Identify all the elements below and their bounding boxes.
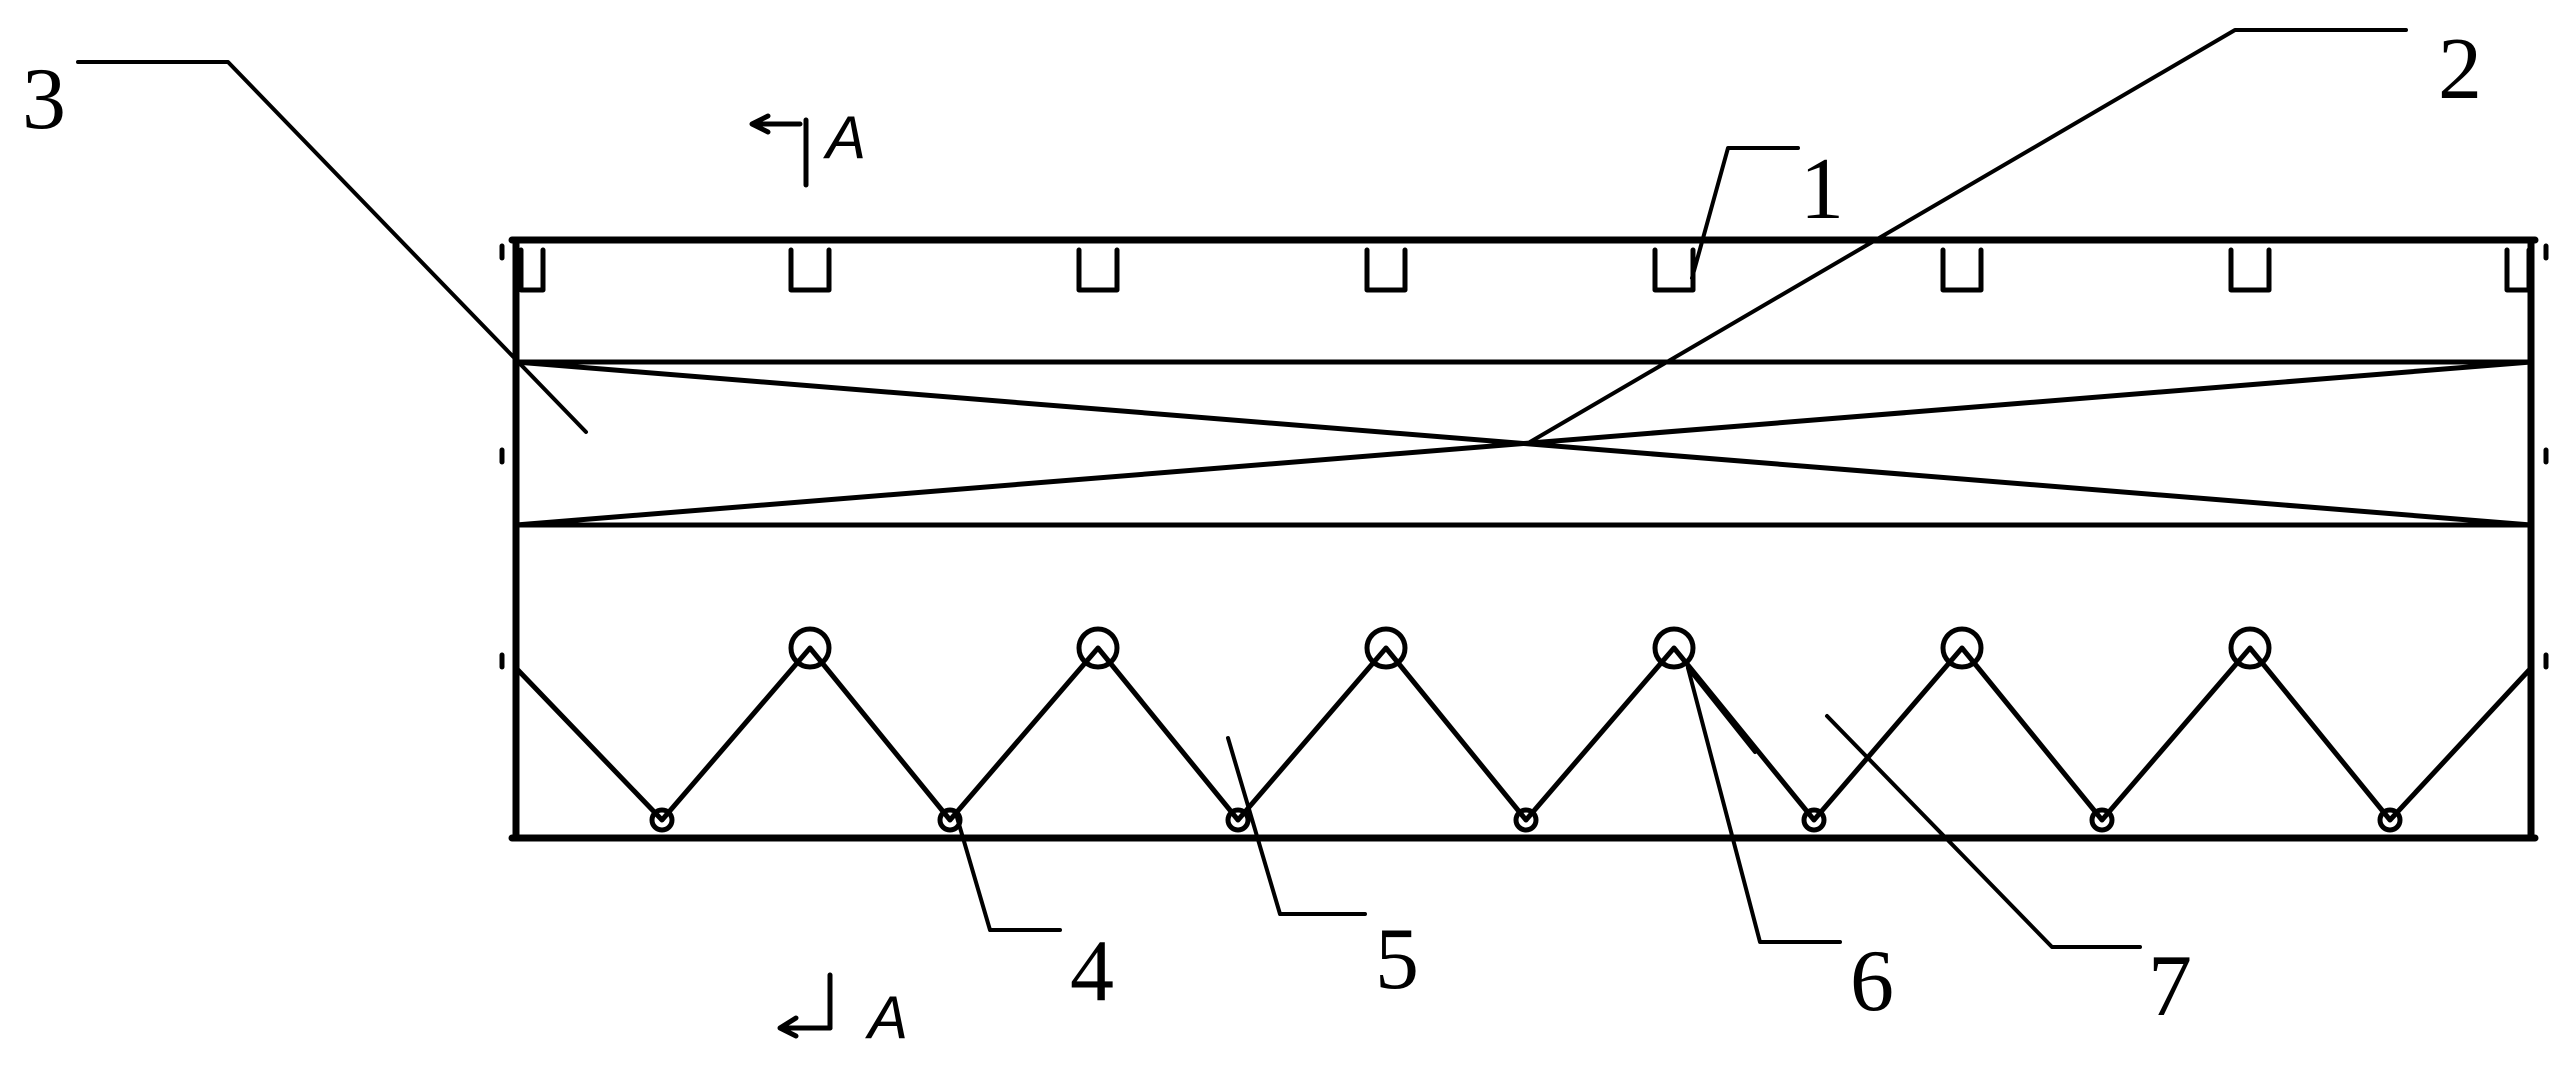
bracket-5 [1652,247,1696,293]
leader-6b [1686,666,1757,754]
callout-labels: 3 2 1 4 5 6 7 [22,21,2482,1035]
lower-pivot-row [649,807,2403,833]
leader-5 [1226,736,1367,916]
lower-pivot-2 [937,807,963,833]
leader-4 [954,812,1062,932]
lower-pivot-1 [649,807,675,833]
zigzag-linkage [513,626,2534,833]
upper-pivot-2 [1076,626,1120,670]
bracket-1 [518,247,546,293]
leader-2 [1528,28,2408,444]
upper-pivot-4 [1652,626,1696,670]
section-marker-bottom: A [777,972,908,1051]
label-4: 4 [1070,923,1114,1020]
lower-pivot-5 [1801,807,1827,833]
lower-pivot-3 [1225,807,1251,833]
leader-6a [1686,666,1842,944]
zigzag-line [513,645,2534,823]
label-5: 5 [1375,911,1419,1008]
cross-brace-band [513,359,2534,528]
label-7: 7 [2148,938,2192,1035]
upper-pivot-1 [788,626,832,670]
section-arrow-bottom [777,1015,833,1039]
bracket-4 [1364,247,1408,293]
bracket-6 [1940,247,1984,293]
bracket-3 [1076,247,1120,293]
bracket-8 [2504,247,2532,293]
leader-3 [76,60,588,434]
top-bracket-row [518,247,2532,293]
leader-7 [1825,714,2142,949]
upper-pivot-6 [2228,626,2272,670]
lower-pivot-4 [1513,807,1539,833]
lower-pivot-7 [2377,807,2403,833]
cross-diagonal-up [513,359,2534,528]
section-arrow-top [749,113,803,135]
upper-pivot-5 [1940,626,1984,670]
bracket-2 [788,247,832,293]
upper-pivot-3 [1364,626,1408,670]
label-3: 3 [22,51,66,148]
section-marker-top: A [749,104,866,188]
outer-frame [499,236,2549,842]
label-2: 2 [2438,21,2482,118]
section-label-top: A [823,104,866,171]
bracket-7 [2228,247,2272,293]
leader-lines [76,28,2408,949]
leader-1 [1690,146,1800,280]
section-label-bottom: A [865,984,908,1051]
upper-pivot-row [788,626,2272,670]
lower-pivot-6 [2089,807,2115,833]
label-6: 6 [1850,933,1894,1030]
label-1: 1 [1800,141,1844,238]
